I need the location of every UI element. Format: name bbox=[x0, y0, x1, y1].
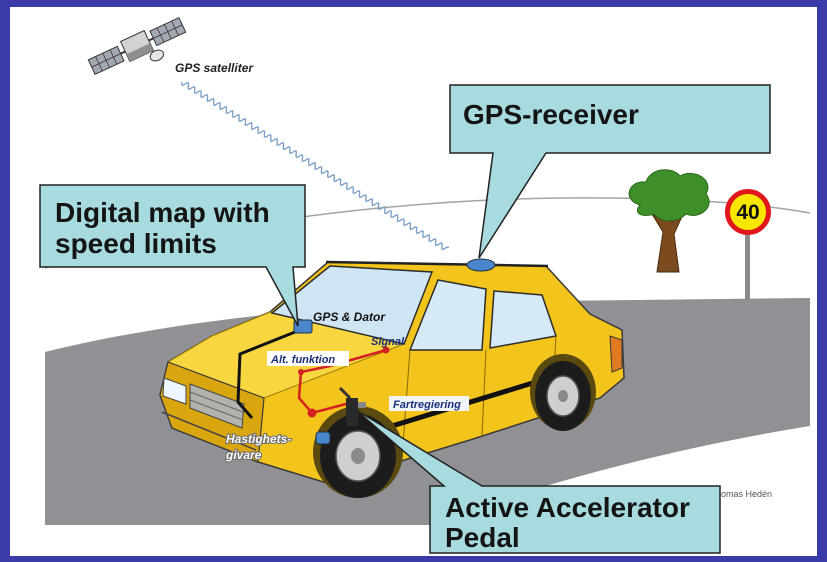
rear-hub bbox=[558, 390, 568, 402]
callout-accelerator-line2: Pedal bbox=[445, 522, 520, 553]
control-cable bbox=[236, 328, 301, 419]
speed-sensor bbox=[315, 431, 331, 445]
satellite-label: GPS satelliter bbox=[175, 61, 254, 75]
illustration-credit: omas Hedén bbox=[721, 489, 772, 499]
satellite-panel-left-grid bbox=[91, 49, 121, 72]
rear-wheel bbox=[530, 354, 596, 431]
label-gps-dator: GPS & Dator bbox=[313, 310, 386, 324]
car-bumper-line bbox=[161, 411, 257, 451]
car-grille-slats bbox=[189, 391, 244, 421]
satellite-body-shade bbox=[126, 43, 154, 62]
gps-signal-wave bbox=[181, 81, 450, 251]
label-alt-funktion-bg bbox=[267, 351, 349, 366]
tree-foliage bbox=[628, 169, 710, 222]
satellite-dish bbox=[149, 49, 165, 62]
sign-ring bbox=[725, 189, 771, 235]
callout-gps-receiver-text: GPS-receiver bbox=[463, 99, 639, 130]
wire-node-signal bbox=[382, 346, 390, 354]
label-signal: Signal bbox=[371, 336, 405, 348]
car-front-side-window bbox=[408, 279, 487, 351]
callout-digital-map: Digital map with speed limits bbox=[39, 184, 306, 327]
callout-accelerator-line1: Active Accelerator bbox=[445, 492, 690, 523]
sign-pole bbox=[745, 232, 750, 300]
callout-digital-map-line2: speed limits bbox=[55, 228, 217, 259]
callout-gps-receiver: GPS-receiver bbox=[449, 84, 771, 259]
callout-accelerator-box bbox=[355, 409, 721, 554]
callout-active-accelerator-pedal: Active Accelerator Pedal bbox=[355, 409, 721, 554]
callout-digital-map-box bbox=[39, 184, 306, 327]
car-tail-light bbox=[609, 335, 623, 373]
satellite-struts bbox=[120, 37, 154, 55]
car-roof-edge bbox=[325, 260, 549, 268]
sign-speed-value: 40 bbox=[736, 201, 759, 224]
accelerator-pedal-actuator bbox=[338, 386, 366, 426]
pedal-motor bbox=[358, 402, 366, 408]
satellite-panel-right-grid bbox=[153, 20, 183, 43]
pedal-housing bbox=[346, 398, 358, 426]
sign-face bbox=[726, 190, 770, 234]
label-hastighetsgivare-line2: givare bbox=[225, 448, 262, 462]
label-fartregiering-bg bbox=[389, 396, 469, 411]
satellite-icon bbox=[87, 16, 187, 76]
wire-node-switch bbox=[298, 369, 304, 375]
tree bbox=[628, 169, 710, 273]
speed-limit-sign: 40 bbox=[725, 189, 771, 300]
label-fartregiering: Fartregiering bbox=[393, 399, 461, 411]
pedal-arm bbox=[338, 386, 352, 400]
label-hastighetsgivare-line1: Hastighets- bbox=[226, 432, 291, 446]
callout-gps-receiver-box bbox=[449, 84, 771, 259]
roof-gps-receiver bbox=[466, 258, 496, 272]
wire-node-pedal bbox=[307, 408, 317, 418]
label-alt-funktion: Alt. funktion bbox=[270, 354, 335, 366]
car-headlight bbox=[162, 377, 187, 405]
front-hub bbox=[351, 448, 365, 464]
callout-digital-map-line1: Digital map with bbox=[55, 197, 270, 228]
car: GPS & Dator Signal Alt. funktion Fartreg… bbox=[159, 258, 625, 498]
front-wheel bbox=[313, 406, 403, 498]
